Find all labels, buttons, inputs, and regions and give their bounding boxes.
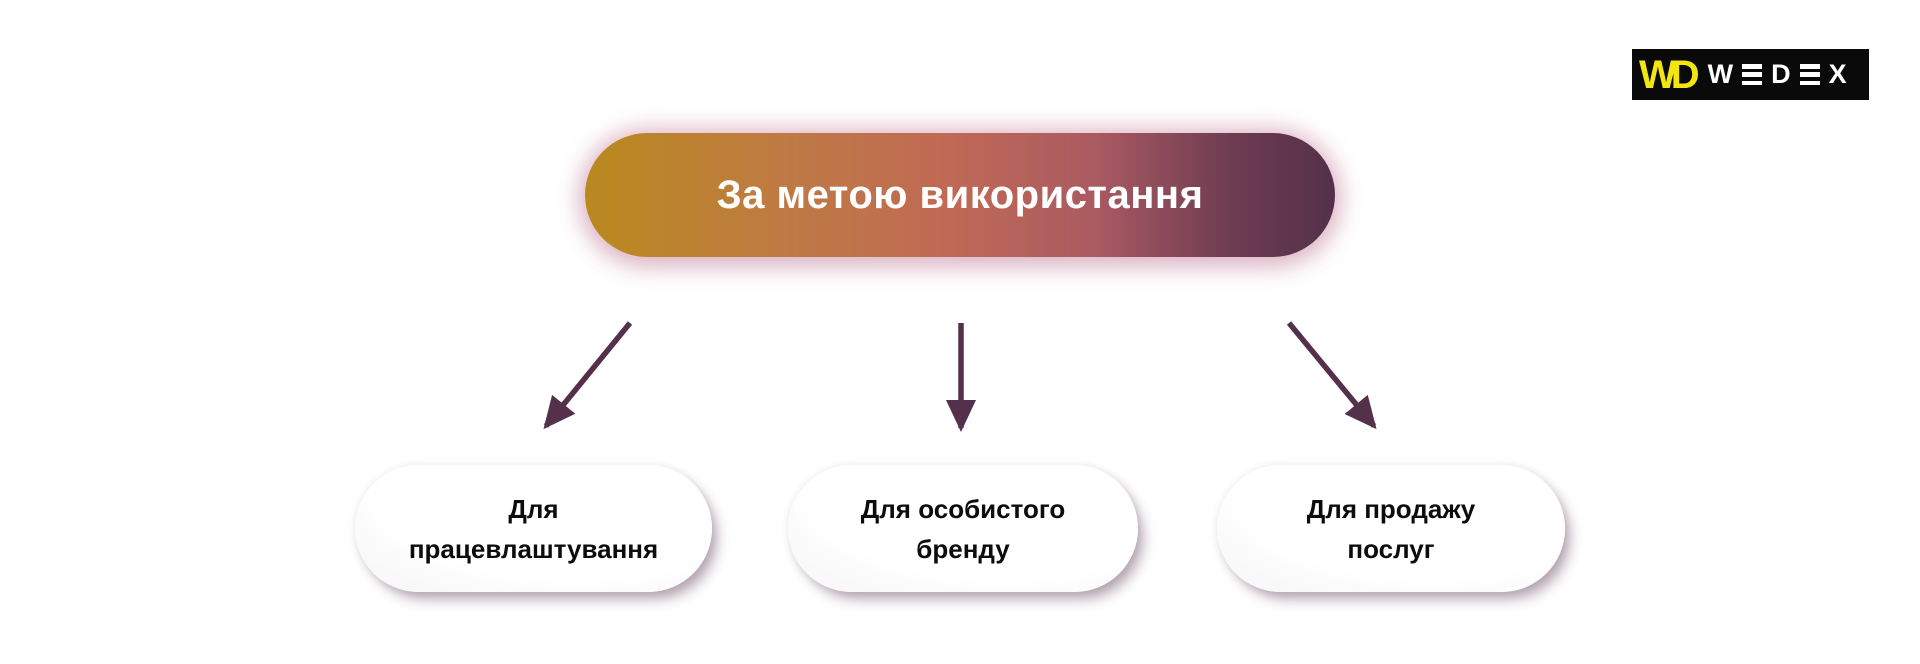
wedex-letter-w: W [1707,59,1734,89]
node-personal-brand: Для особистого бренду [788,465,1138,592]
stylized-e-icon [1799,64,1820,85]
wedex-letter-d: D [1771,59,1791,89]
node-selling-services: Для продажу послуг [1217,465,1565,592]
node-selling-services-line1: Для продажу [1306,493,1476,524]
node-employment: Для працевлаштування [355,465,712,592]
wedex-logo: WD W D X [1632,49,1869,100]
header-pill: За метою використання [585,133,1335,257]
wedex-wordmark: W D X [1708,61,1847,88]
arrow-right-icon [1286,321,1377,430]
node-selling-services-line2: послуг [1347,533,1435,564]
node-personal-brand-line2: бренду [916,533,1010,564]
arrow-left-icon [543,321,633,430]
wedex-letter-x: X [1828,59,1847,89]
node-personal-brand-line1: Для особистого [860,493,1066,524]
node-employment-line2: працевлаштування [408,533,659,564]
node-employment-line1: Для [508,493,559,524]
wedex-monogram-icon: WD [1639,52,1700,97]
header-title: За метою використання [716,172,1204,217]
stylized-e-icon [1742,64,1763,85]
